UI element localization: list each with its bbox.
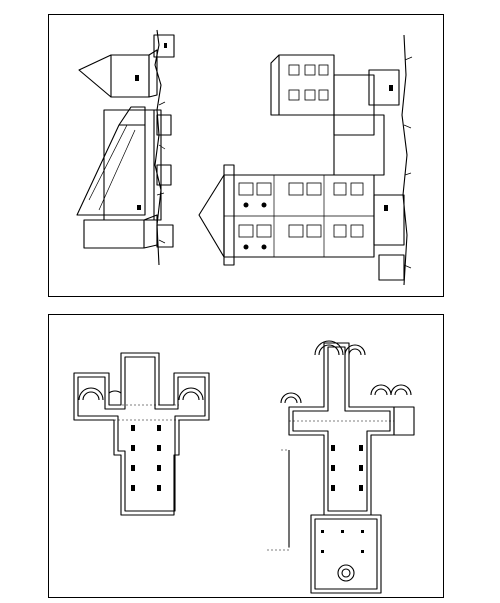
cross-plan-large — [267, 340, 415, 594]
elevation-plate — [48, 14, 444, 297]
floor-plans — [73, 340, 415, 594]
cross-plan-small — [73, 352, 210, 516]
church-elevation-small — [76, 29, 175, 266]
church-elevation-large — [198, 34, 413, 286]
elevation-drawings — [76, 29, 413, 286]
plan-plate — [48, 314, 444, 598]
window-grid — [238, 182, 364, 250]
